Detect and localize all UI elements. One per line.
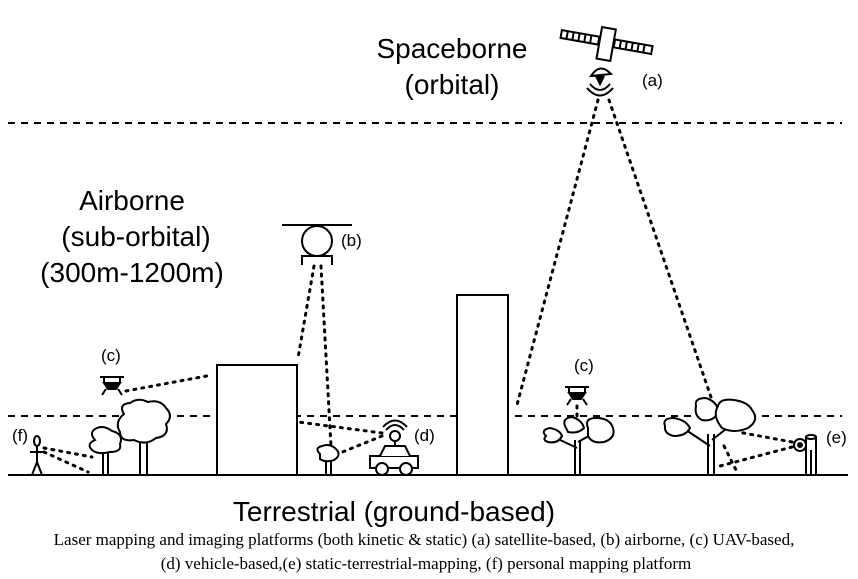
vehicle-beam-right bbox=[338, 434, 384, 455]
satellite-beam-left bbox=[515, 98, 600, 407]
person-icon bbox=[30, 435, 44, 476]
helicopter-icon bbox=[282, 224, 352, 265]
person-label: (f) bbox=[12, 426, 28, 445]
drone-icon-right bbox=[565, 386, 589, 406]
tree-icon-mid-small bbox=[316, 444, 340, 475]
caption-line-1: Laser mapping and imaging platforms (bot… bbox=[54, 530, 795, 549]
tripod-beam-lower bbox=[718, 445, 794, 468]
person-beam-upper bbox=[42, 446, 94, 459]
building-left bbox=[216, 364, 298, 476]
tree-right-trunk-beam bbox=[722, 444, 740, 476]
tree-icon-right-large bbox=[663, 396, 757, 475]
satellite-icon bbox=[559, 25, 654, 97]
laser-beams bbox=[42, 98, 794, 476]
vehicle-beam-left bbox=[296, 420, 384, 435]
altitude-label: (300m-1200m) bbox=[40, 257, 224, 288]
tree-icon-right-mid bbox=[542, 415, 615, 475]
terrestrial-label: Terrestrial (ground-based) bbox=[233, 496, 555, 527]
drone-left-beam bbox=[124, 373, 214, 393]
tree-icon-left-large bbox=[116, 398, 171, 475]
person-beam-lower bbox=[42, 450, 90, 474]
caption-line-2: (d) vehicle-based,(e) static-terrestrial… bbox=[161, 554, 692, 573]
tree-icon-left-small bbox=[88, 426, 122, 475]
sub-orbital-label: (sub-orbital) bbox=[61, 221, 210, 252]
satellite-beam-right bbox=[607, 98, 714, 402]
airborne-label: Airborne bbox=[79, 185, 185, 216]
satellite-label: (a) bbox=[642, 71, 663, 90]
scanner-label: (e) bbox=[826, 428, 847, 447]
tripod-beam-upper bbox=[736, 430, 794, 444]
helicopter-label: (b) bbox=[341, 231, 362, 250]
helicopter-beam-right bbox=[319, 264, 333, 448]
drone-left-label: (c) bbox=[101, 346, 121, 365]
orbital-label: (orbital) bbox=[405, 69, 500, 100]
tripod-scanner-icon bbox=[793, 434, 817, 476]
vehicle-label: (d) bbox=[414, 426, 435, 445]
helicopter-beam-left bbox=[296, 264, 316, 360]
spaceborne-label: Spaceborne bbox=[376, 33, 527, 64]
drone-right-label: (c) bbox=[574, 356, 594, 375]
drone-icon-left bbox=[100, 376, 124, 396]
building-right bbox=[456, 294, 509, 476]
car-icon bbox=[369, 419, 419, 476]
